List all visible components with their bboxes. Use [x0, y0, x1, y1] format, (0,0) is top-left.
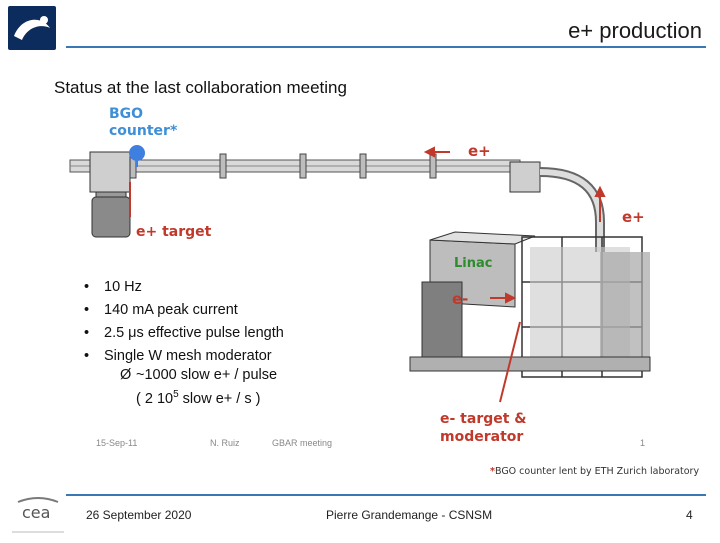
- inner-footer-date: 15-Sep-11: [96, 438, 138, 448]
- result-arrow-icon: Ø: [120, 367, 132, 383]
- list-item: •10 Hz: [84, 279, 142, 295]
- beam-parameters-list: •10 Hz •140 mA peak current •2.5 μs effe…: [82, 276, 284, 368]
- list-item: •2.5 μs effective pulse length: [84, 325, 284, 341]
- positron-target-label: e+ target: [136, 224, 212, 240]
- svg-text:cea: cea: [22, 503, 50, 522]
- slide-title: e+ production: [568, 18, 702, 43]
- bgo-counter-label: BGO counter*: [109, 106, 178, 139]
- title-divider: [66, 46, 706, 48]
- list-item: •Single W mesh moderator: [84, 348, 272, 364]
- footer-author: Pierre Grandemange - CSNSM: [326, 508, 493, 522]
- apparatus-figure: BGO counter* e+ e+ e+ target Linac e- e-…: [60, 102, 710, 492]
- inner-footer-page: 1: [640, 438, 646, 448]
- cea-logo: cea: [8, 494, 68, 538]
- slide-subtitle: Status at the last collaboration meeting: [54, 78, 347, 97]
- electron-target-label: e- target & moderator: [440, 411, 527, 445]
- inner-footer-author: N. Ruiz: [210, 438, 240, 448]
- institute-logo: [8, 6, 56, 50]
- footer-page-number: 4: [686, 508, 693, 522]
- electron-beam-label: e-: [452, 290, 469, 308]
- bgo-credit-note: *BGO counter lent by ETH Zurich laborato…: [490, 466, 700, 477]
- inner-footer-meeting: GBAR meeting: [272, 438, 333, 448]
- footer-date: 26 September 2020: [86, 508, 192, 522]
- positron-direction-label: e+: [468, 142, 491, 160]
- list-item: •140 mA peak current: [84, 302, 238, 318]
- apparatus-drawing: [69, 145, 651, 403]
- slow-positron-result: Ø~1000 slow e+ / pulse ( 2 105 slow e+ /…: [120, 367, 278, 407]
- linac-label: Linac: [454, 256, 493, 271]
- footer-divider: [66, 494, 706, 496]
- positron-return-label: e+: [622, 208, 645, 226]
